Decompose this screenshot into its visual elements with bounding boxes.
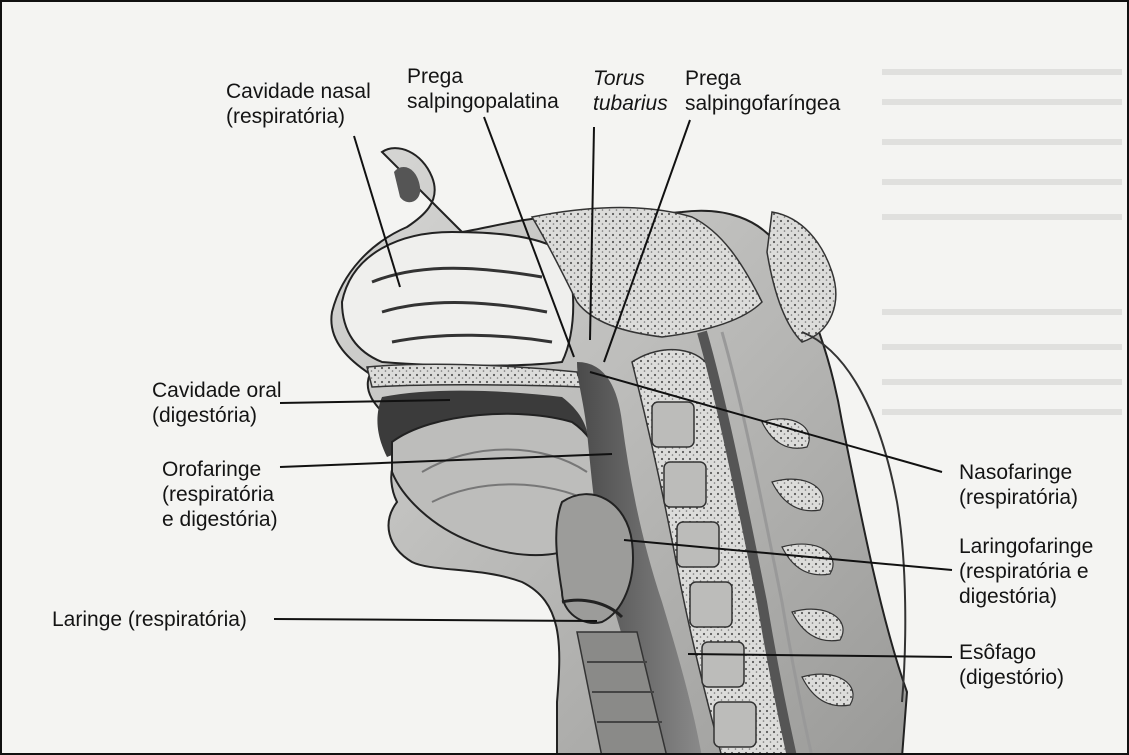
leader-laringe: [274, 619, 597, 621]
label-line: (respiratória: [162, 482, 278, 507]
label-line: (respiratória): [959, 485, 1078, 510]
label-line: Cavidade oral: [152, 378, 282, 403]
label-line: e digestória): [162, 507, 278, 532]
leader-torus-tubarius: [590, 127, 594, 340]
label-laringofaringe: Laringofaringe (respiratória e digestóri…: [959, 534, 1093, 609]
label-cavidade-oral: Cavidade oral (digestória): [152, 378, 282, 428]
leader-nasofaringe: [590, 372, 942, 472]
label-line: Cavidade nasal: [226, 79, 371, 104]
label-line: Torus: [593, 66, 668, 91]
leader-prega-salpingofaringea: [604, 120, 690, 362]
label-line: salpingopalatina: [407, 89, 559, 114]
label-line: Laringofaringe: [959, 534, 1093, 559]
label-prega-salpingopalatina: Prega salpingopalatina: [407, 64, 559, 114]
label-line: (respiratória e: [959, 559, 1093, 584]
leader-cavidade-nasal: [354, 136, 400, 287]
label-cavidade-nasal: Cavidade nasal (respiratória): [226, 79, 371, 129]
label-nasofaringe: Nasofaringe (respiratória): [959, 460, 1078, 510]
label-orofaringe: Orofaringe (respiratória e digestória): [162, 457, 278, 532]
leader-prega-salpingopalatina: [484, 117, 574, 357]
label-line: Prega: [685, 66, 840, 91]
label-line: tubarius: [593, 91, 668, 116]
label-line: (respiratória): [226, 104, 371, 129]
label-line: Esôfago: [959, 640, 1064, 665]
label-laringe: Laringe (respiratória): [52, 607, 247, 632]
label-line: Nasofaringe: [959, 460, 1078, 485]
label-line: salpingofaríngea: [685, 91, 840, 116]
label-prega-salpingofaringea: Prega salpingofaríngea: [685, 66, 840, 116]
label-line: Prega: [407, 64, 559, 89]
label-esofago: Esôfago (digestório): [959, 640, 1064, 690]
leader-cavidade-oral: [280, 400, 450, 403]
label-line: (digestória): [152, 403, 282, 428]
leader-orofaringe: [280, 454, 612, 467]
label-line: digestória): [959, 584, 1093, 609]
label-line: Laringe (respiratória): [52, 607, 247, 632]
label-torus-tubarius: Torus tubarius: [593, 66, 668, 116]
label-line: Orofaringe: [162, 457, 278, 482]
leader-laringofaringe: [624, 540, 952, 570]
leader-esofago: [688, 654, 952, 657]
label-line: (digestório): [959, 665, 1064, 690]
